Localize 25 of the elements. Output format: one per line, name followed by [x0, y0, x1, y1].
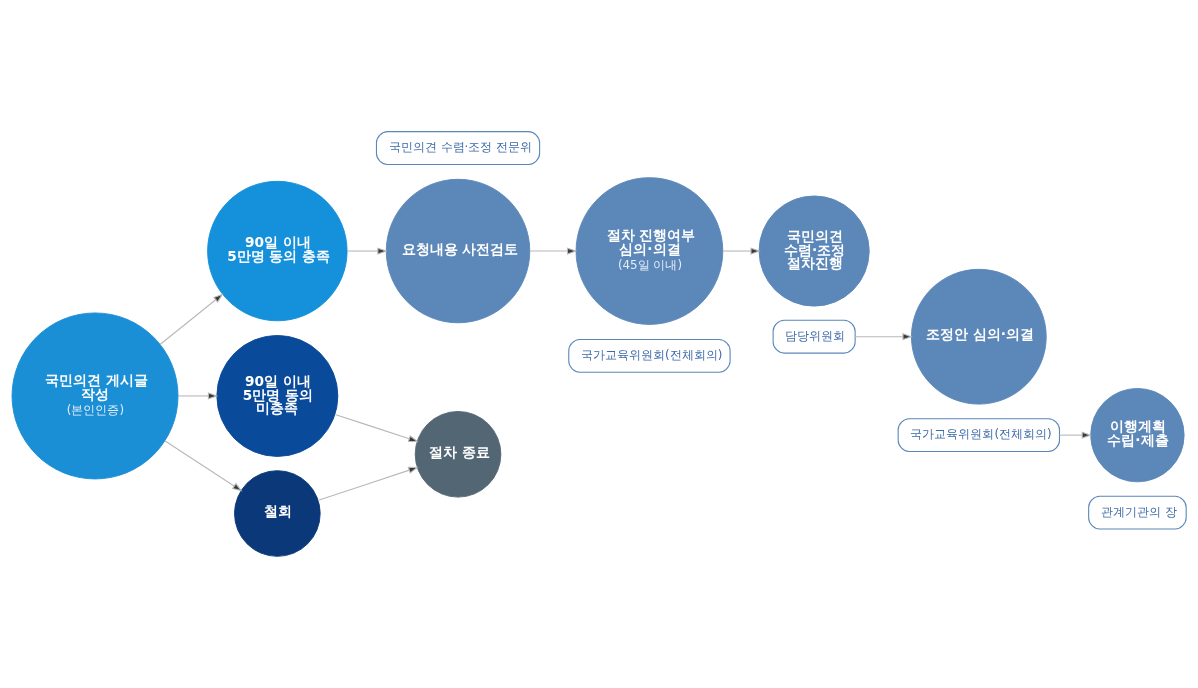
arrow: [346, 247, 388, 255]
node-circle: 철회: [234, 470, 321, 557]
arrow: [159, 293, 224, 345]
arrow: [529, 247, 578, 255]
node-circle: 절차 진행여부 심의·의결 (45일 이내): [575, 177, 724, 325]
arrow: [317, 466, 419, 501]
arrow: [722, 247, 761, 255]
node-box: 국가교육위원회(전체회의): [568, 338, 731, 373]
node-box: 관계기관의 장: [1088, 495, 1187, 530]
node-box: 국민의견 수렴·조정 전문위: [375, 131, 541, 165]
arrow: [334, 413, 419, 442]
node-circle: 이행계획 수립·제출: [1090, 388, 1185, 483]
arrow: [177, 392, 219, 400]
arrow: [1058, 431, 1093, 439]
node-circle: 절차 종료: [414, 411, 502, 498]
node-circle: 국민의견 게시글 작성 (본인인증): [11, 312, 179, 480]
node-circle: 90일 이내 5만명 동의 미충족: [216, 335, 339, 457]
node-box: 담당위원회: [772, 319, 856, 354]
node-circle: 90일 이내 5만명 동의 충족: [207, 180, 348, 322]
node-circle: 국민의견 수렴·조정 절차진행: [758, 195, 870, 307]
node-circle: 조정안 심의·의결: [911, 268, 1047, 405]
node-box: 국가교육위원회(전체회의): [897, 418, 1061, 453]
node-circle: 요청내용 사전검토: [385, 178, 531, 324]
arrow: [164, 440, 243, 492]
arrow: [854, 333, 913, 341]
